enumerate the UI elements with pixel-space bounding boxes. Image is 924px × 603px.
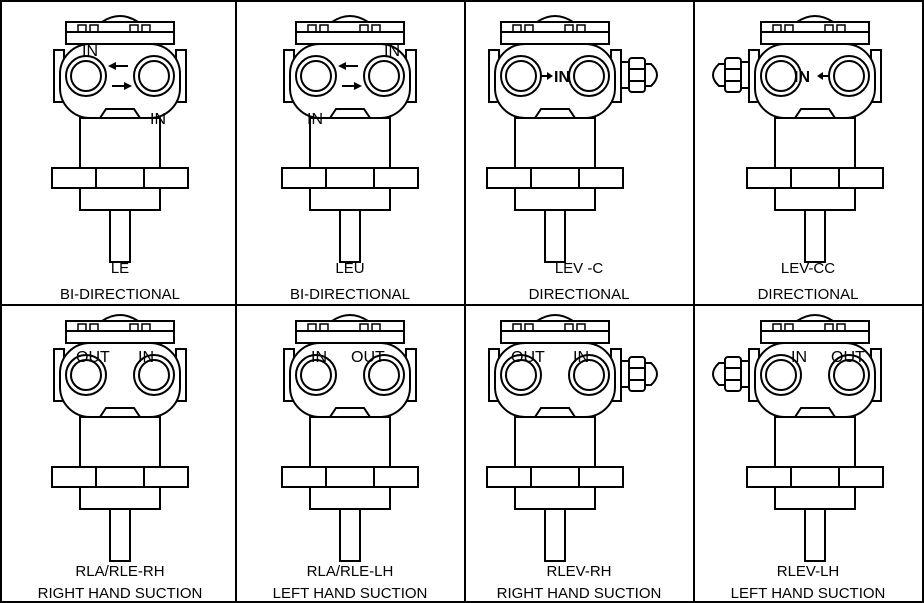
model-name: RLA/RLE-RH: [75, 563, 164, 580]
model-name: RLEV-RH: [546, 563, 611, 580]
port-label-left: OUT: [511, 349, 545, 366]
port-label-center: IN: [554, 69, 570, 86]
port-label-left: OUT: [76, 349, 110, 366]
port-label-center: IN: [794, 69, 810, 86]
port-label-right: IN: [138, 349, 154, 366]
model-name: RLA/RLE-LH: [307, 563, 394, 580]
port-label-left: IN: [82, 43, 98, 60]
pump-panel-rlev-rh: OUT IN RLEV-RH RIGHT HAND SUCTION: [486, 314, 662, 602]
pump-panel-rla-rle-lh: IN OUT RLA/RLE-LH LEFT HAND SUCTION: [273, 314, 428, 602]
model-type: BI-DIRECTIONAL: [290, 286, 410, 303]
port-label-right: IN: [150, 111, 166, 128]
model-name: LEU: [335, 260, 364, 277]
model-type: RIGHT HAND SUCTION: [38, 585, 203, 602]
model-type: RIGHT HAND SUCTION: [497, 585, 662, 602]
port-label-right: IN: [573, 349, 589, 366]
model-type: DIRECTIONAL: [529, 286, 630, 303]
port-label-left: IN: [791, 349, 807, 366]
model-type: LEFT HAND SUCTION: [273, 585, 428, 602]
pump-panel-lev-cc: IN LEV-CC DIRECTIONAL: [712, 15, 884, 303]
port-label-left: IN: [307, 111, 323, 128]
pump-panel-rlev-lh: IN OUT RLEV-LH LEFT HAND SUCTION: [712, 314, 886, 602]
pump-panel-leu: IN IN LEU BI-DIRECTIONAL: [281, 15, 419, 303]
pump-panel-rla-rle-rh: OUT IN RLA/RLE-RH RIGHT HAND SUCTION: [38, 314, 203, 602]
pump-panel-lev-c: IN LEV -C DIRECTIONAL: [486, 15, 658, 303]
port-label-right: OUT: [351, 349, 385, 366]
model-name: LEV -C: [555, 260, 604, 277]
model-name: LE: [111, 260, 129, 277]
port-label-right: IN: [384, 43, 400, 60]
pump-panel-le: IN IN LE BI-DIRECTIONAL: [51, 15, 189, 303]
port-label-right: OUT: [831, 349, 865, 366]
port-label-left: IN: [311, 349, 327, 366]
model-type: LEFT HAND SUCTION: [731, 585, 886, 602]
model-type: BI-DIRECTIONAL: [60, 286, 180, 303]
model-name: RLEV-LH: [777, 563, 840, 580]
model-type: DIRECTIONAL: [758, 286, 859, 303]
model-name: LEV-CC: [781, 260, 835, 277]
